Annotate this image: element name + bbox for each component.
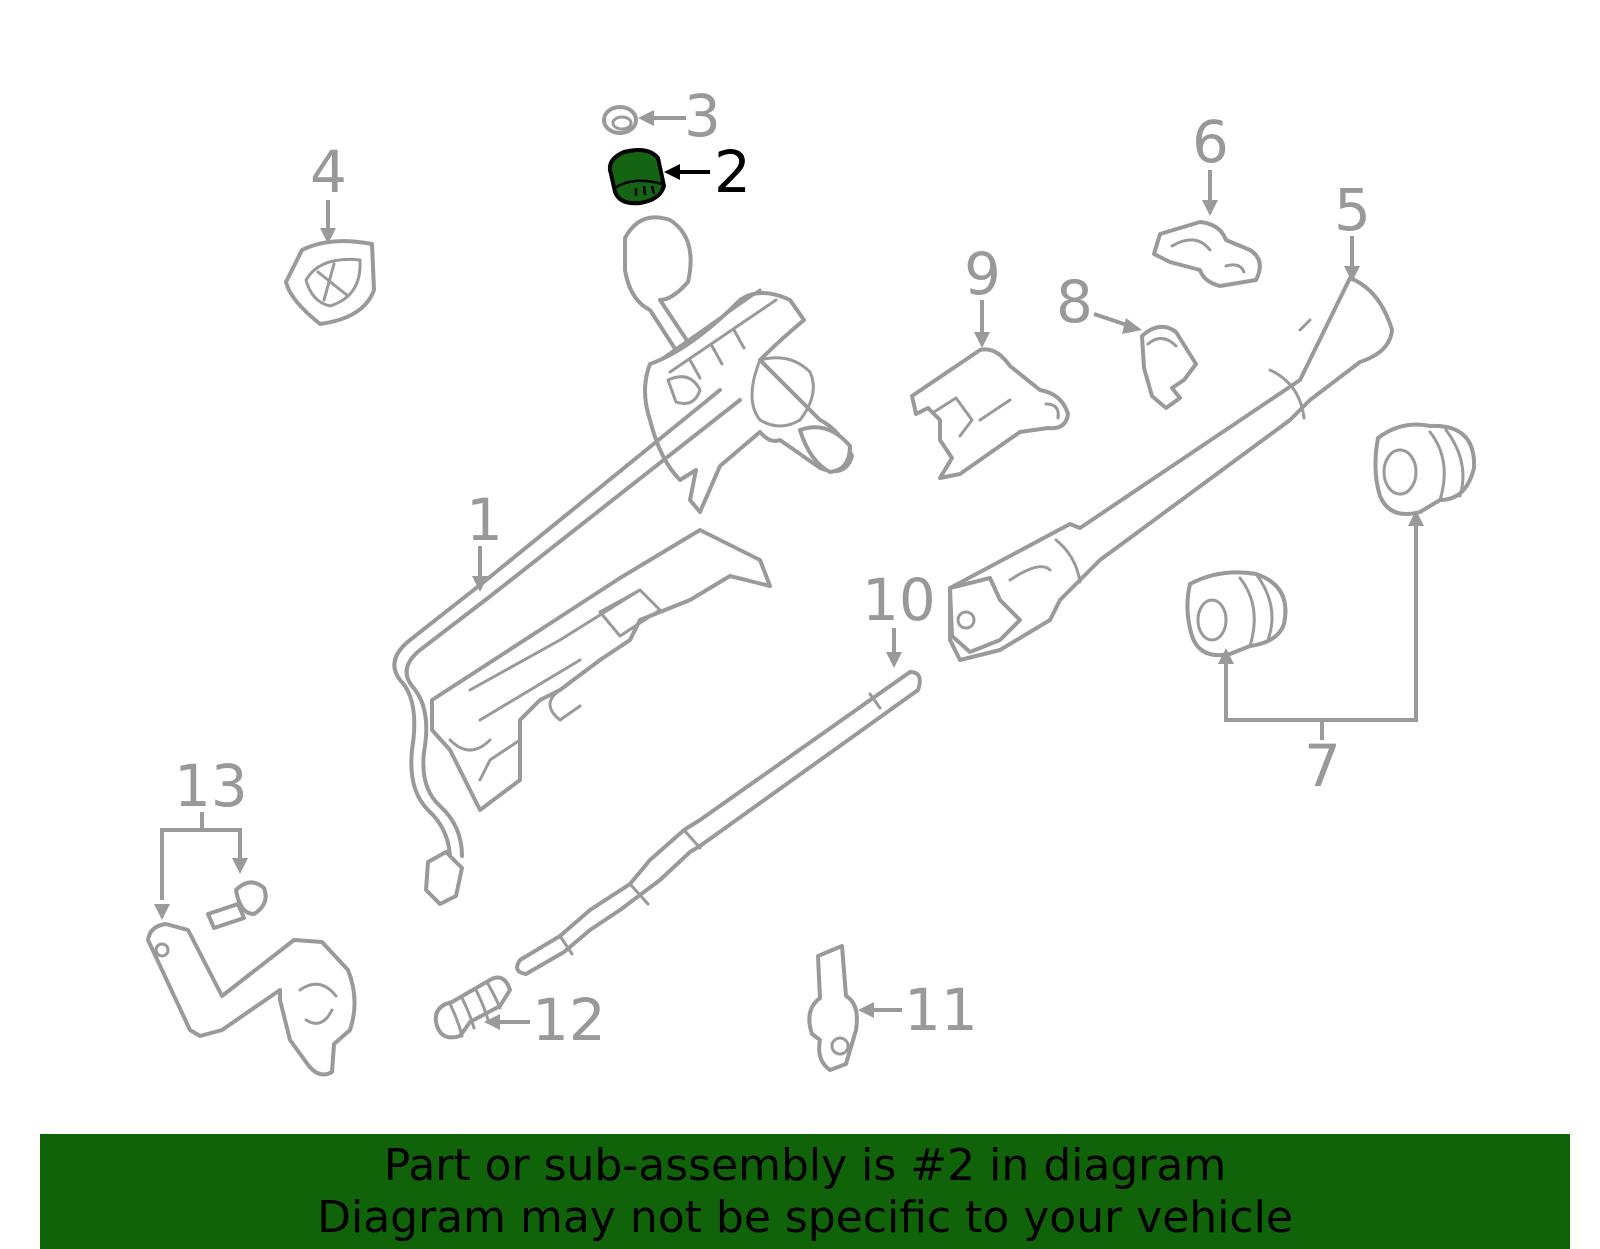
callout-13: 13: [174, 752, 248, 820]
part-3-washer[interactable]: [602, 105, 638, 135]
info-banner: Part or sub-assembly is #2 in diagram Di…: [40, 1134, 1570, 1249]
callout-6: 6: [1192, 108, 1229, 176]
callout-12: 12: [532, 986, 606, 1054]
part-12-spring[interactable]: [433, 975, 512, 1040]
banner-line-1: Part or sub-assembly is #2 in diagram: [383, 1139, 1227, 1191]
part-1-column-housing[interactable]: [392, 215, 854, 906]
part-2-cap-highlighted[interactable]: [607, 148, 666, 206]
callout-1: 1: [466, 486, 503, 554]
callout-8: 8: [1056, 268, 1093, 336]
callout-3: 3: [684, 82, 721, 150]
banner-line-2: Diagram may not be specific to your vehi…: [317, 1191, 1293, 1243]
part-10-shaft[interactable]: [515, 670, 922, 976]
callout-labels: 1 2 3 4 5 6 7 8 9 10 11 12 13: [174, 82, 1371, 1054]
part-5-column-tube[interactable]: [948, 276, 1394, 662]
part-8-sensor[interactable]: [1140, 324, 1198, 410]
part-4-housing[interactable]: [284, 239, 376, 326]
part-11-lever[interactable]: [807, 944, 859, 1072]
callout-2: 2: [714, 138, 751, 206]
callout-7: 7: [1304, 732, 1341, 800]
callout-11: 11: [904, 976, 978, 1044]
part-6-clamp[interactable]: [1152, 220, 1262, 288]
part-13-bracket-bolt[interactable]: [146, 880, 357, 1077]
part-9-bracket[interactable]: [910, 347, 1070, 480]
callout-5: 5: [1334, 176, 1371, 244]
callout-9: 9: [964, 240, 1001, 308]
callout-10: 10: [862, 566, 936, 634]
part-7-bushings[interactable]: [1185, 422, 1477, 658]
callout-4: 4: [310, 138, 347, 206]
leaders: [154, 110, 1424, 1030]
